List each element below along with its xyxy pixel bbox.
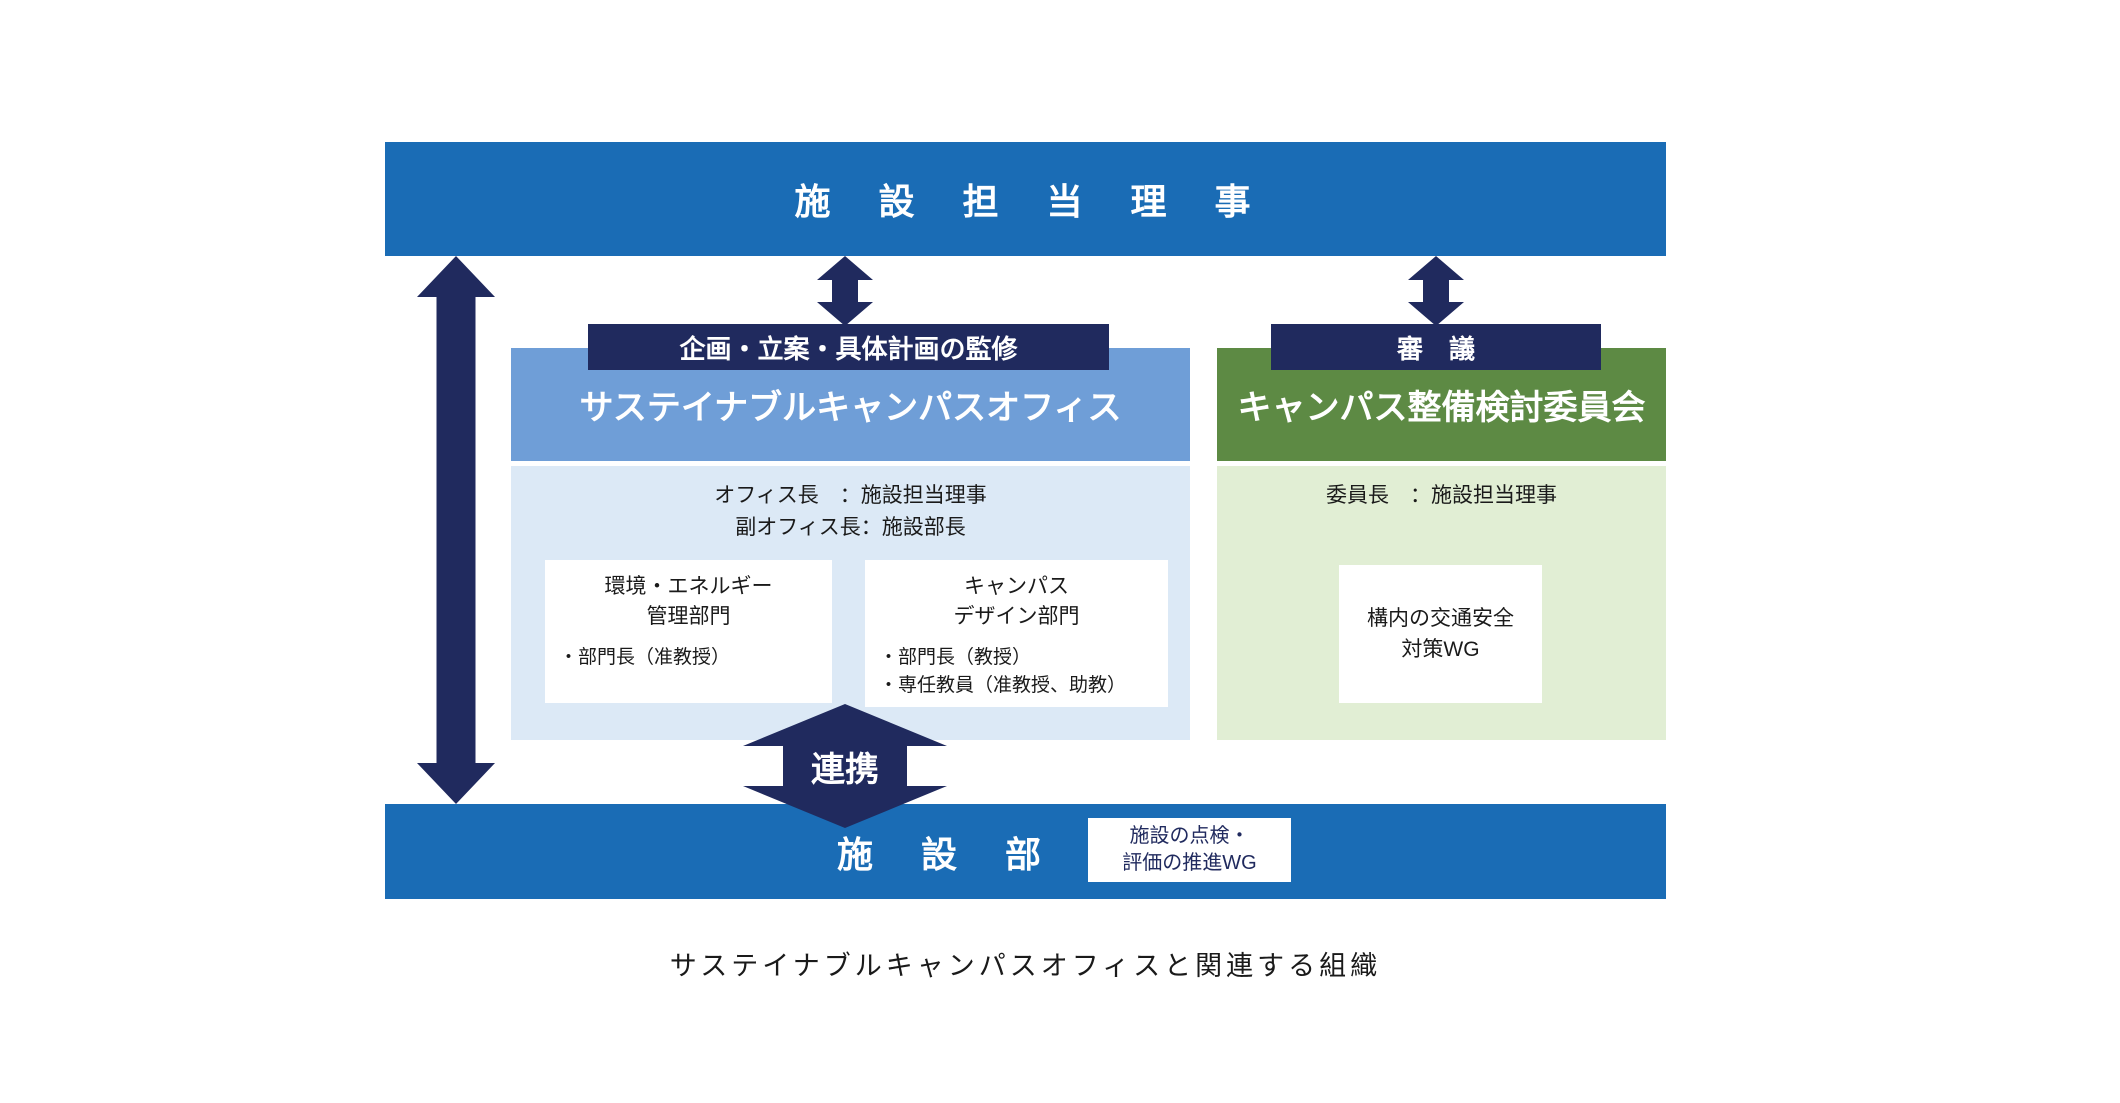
department-title-line: 環境・エネルギー [604, 575, 773, 598]
top-bar: 施 設 担 当 理 事 [385, 142, 1666, 256]
supervision-label: 企画・立案・具体計画の監修 [588, 324, 1109, 370]
office-head-line: 副オフィス長：施設部長 [735, 516, 966, 539]
bottom-bar: 施 設 部 施設の点検・ 評価の推進WG [385, 804, 1666, 899]
caption: サステイナブルキャンパスオフィスと関連する組織 [669, 951, 1382, 981]
office-head-lines: オフィス長 ：施設担当理事 副オフィス長：施設部長 [511, 466, 1190, 544]
left-vertical-double-arrow-icon [417, 256, 495, 804]
committee-chair-line-wrap: 委員長 ：施設担当理事 [1217, 466, 1666, 512]
department-title-line: 管理部門 [646, 605, 731, 628]
department-member: ・専任教員（准教授、助教） [879, 675, 1127, 696]
office-title: サステイナブルキャンパスオフィス [579, 389, 1122, 427]
supervision-double-arrow-icon [817, 256, 873, 326]
deliberation-double-arrow-icon [1408, 256, 1464, 326]
deliberation-label: 審 議 [1271, 324, 1601, 370]
collaboration-double-arrow-icon [743, 704, 947, 828]
committee-title: キャンパス整備検討委員会 [1237, 389, 1646, 427]
department-members: ・部門長（教授） ・専任教員（准教授、助教） [865, 632, 1168, 700]
top-bar-label: 施 設 担 当 理 事 [794, 181, 1257, 222]
traffic-safety-wg-line: 構内の交通安全 [1367, 607, 1514, 630]
bottom-bar-label: 施 設 部 [836, 833, 1047, 875]
committee-chair-line: 委員長 ：施設担当理事 [1326, 484, 1557, 507]
department-member: ・部門長（准教授） [559, 647, 731, 668]
department-box-environment-energy: 環境・エネルギー 管理部門 ・部門長（准教授） [545, 560, 832, 703]
department-title: キャンパス デザイン部門 [865, 560, 1168, 632]
department-box-campus-design: キャンパス デザイン部門 ・部門長（教授） ・専任教員（准教授、助教） [865, 560, 1168, 707]
committee-detail-panel: 委員長 ：施設担当理事 構内の交通安全 対策WG [1217, 466, 1666, 740]
office-head-line: オフィス長 ：施設担当理事 [714, 484, 987, 507]
supervision-label-text: 企画・立案・具体計画の監修 [679, 333, 1018, 364]
deliberation-label-text: 審 議 [1396, 333, 1475, 364]
inspection-wg-line: 評価の推進WG [1122, 852, 1257, 874]
collaboration-label-text: 連携 [811, 750, 879, 789]
department-members: ・部門長（准教授） [545, 632, 832, 672]
traffic-safety-wg-line: 対策WG [1401, 638, 1480, 661]
department-title: 環境・エネルギー 管理部門 [545, 560, 832, 632]
office-detail-panel: オフィス長 ：施設担当理事 副オフィス長：施設部長 環境・エネルギー 管理部門 … [511, 466, 1190, 740]
traffic-safety-wg-box: 構内の交通安全 対策WG [1339, 565, 1542, 703]
department-title-line: キャンパス [964, 575, 1069, 598]
inspection-wg-line: 施設の点検・ [1129, 825, 1250, 847]
department-member: ・部門長（教授） [879, 647, 1032, 668]
department-title-line: デザイン部門 [953, 605, 1080, 628]
inspection-evaluation-wg-box: 施設の点検・ 評価の推進WG [1088, 818, 1291, 882]
collaboration-label: 連携 [743, 704, 947, 828]
